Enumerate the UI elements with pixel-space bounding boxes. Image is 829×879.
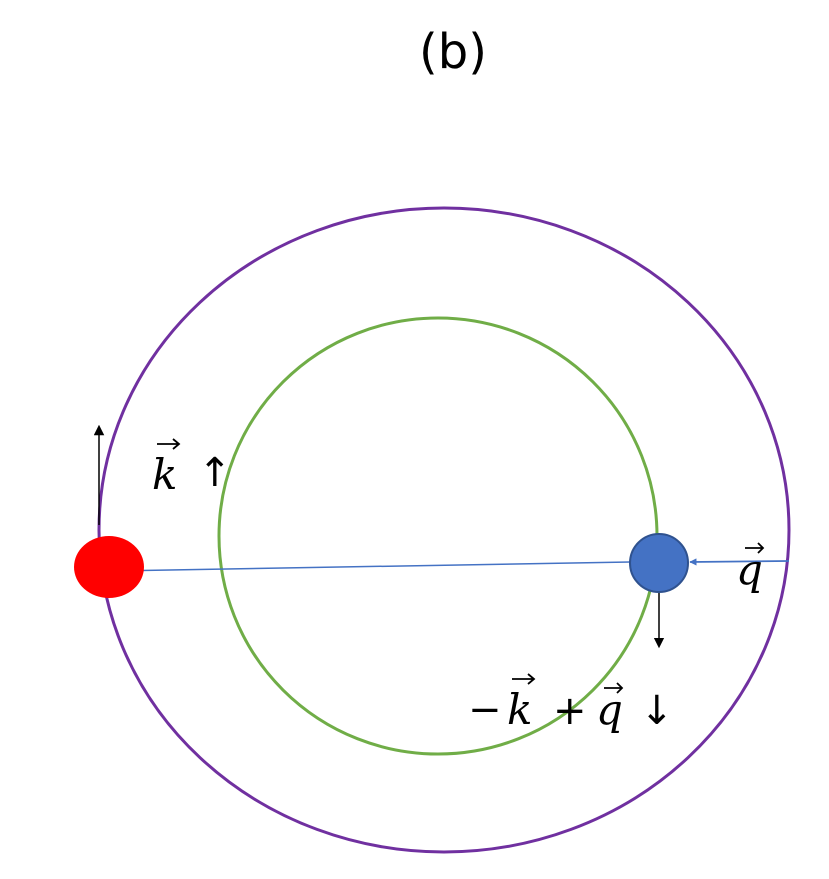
k-vector-symbol: k: [152, 450, 177, 499]
outer-ring: [97, 206, 791, 854]
particle-minus-k-plus-q: [629, 533, 689, 593]
panel-label: (b): [419, 24, 487, 80]
momentum-line: [111, 561, 631, 572]
particle-k: [74, 536, 144, 598]
q-vector-symbol: q: [596, 685, 623, 734]
vector-arrow-icon: [745, 542, 765, 554]
minus-sign: −: [468, 687, 502, 733]
spin-up-symbol: ↑: [198, 450, 232, 496]
q-vector-arrow: [689, 558, 790, 566]
label-q: q: [736, 542, 765, 594]
vector-arrow-icon: [512, 673, 536, 685]
plus-sign: +: [553, 688, 587, 734]
inner-ring: [217, 316, 659, 756]
vector-arrow-icon: [604, 682, 624, 694]
k-vector-symbol: k: [507, 685, 532, 734]
vector-arrow-icon: [157, 438, 181, 450]
label-k-up: k ↑: [152, 438, 232, 499]
label-minus-k-plus-q-down: − k + q ↓: [468, 673, 674, 734]
spin-down-symbol: ↓: [640, 688, 674, 734]
